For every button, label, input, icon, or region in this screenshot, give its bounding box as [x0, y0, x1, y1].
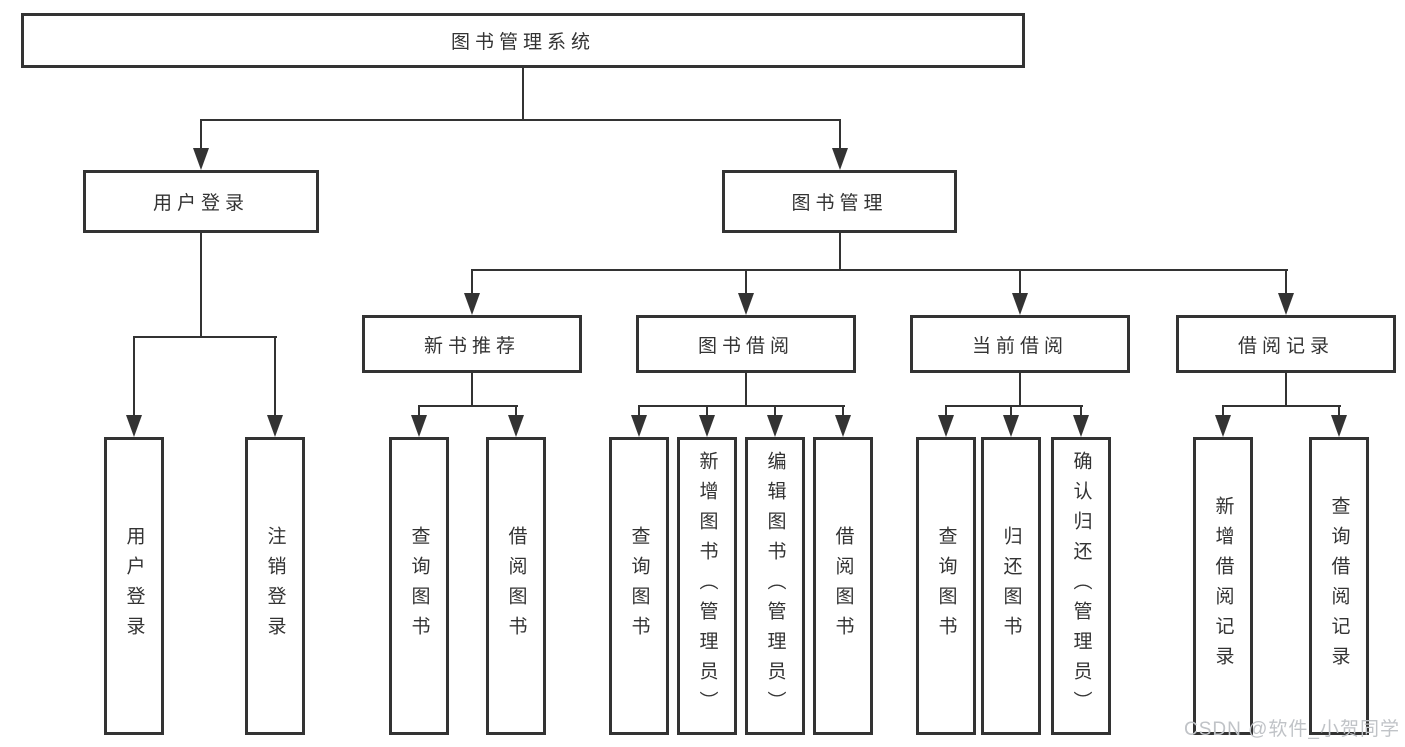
- leaf-query-books: 查询图书: [609, 437, 669, 735]
- connector-line: [274, 336, 276, 417]
- connector-line: [471, 269, 1288, 271]
- connector-line: [1285, 269, 1287, 295]
- connector-line: [638, 405, 845, 407]
- connector-line: [745, 269, 747, 295]
- leaf-label: 查询图书: [628, 526, 650, 646]
- leaf-borrow-books: 借阅图书: [486, 437, 546, 735]
- connector-line: [418, 405, 518, 407]
- connector-line: [133, 336, 277, 338]
- connector-line: [1285, 373, 1287, 407]
- connector-line: [1222, 405, 1224, 417]
- leaf-label: 注销登录: [264, 526, 286, 646]
- arrowhead-down-icon: [126, 415, 142, 437]
- leaf-label: 查询借阅记录: [1328, 496, 1350, 676]
- leaf-label: 归还图书: [1000, 526, 1022, 646]
- connector-line: [418, 405, 420, 417]
- node-library-system: 图书管理系统: [21, 13, 1025, 68]
- arrowhead-down-icon: [267, 415, 283, 437]
- node-label: 图书借阅: [697, 335, 794, 357]
- leaf-label: 新增图书（管理员）: [696, 451, 718, 721]
- leaf-edit-books-admin: 编辑图书（管理员）: [745, 437, 805, 735]
- connector-line: [200, 119, 841, 121]
- leaf-label: 借阅图书: [832, 526, 854, 646]
- arrowhead-down-icon: [508, 415, 524, 437]
- leaf-query-borrow-record: 查询借阅记录: [1309, 437, 1369, 735]
- connector-line: [1010, 405, 1012, 417]
- node-label: 借阅记录: [1237, 335, 1334, 357]
- arrowhead-down-icon: [193, 148, 209, 170]
- leaf-borrow-books: 借阅图书: [813, 437, 873, 735]
- connector-line: [706, 405, 708, 417]
- node-book-borrow: 图书借阅: [636, 315, 856, 373]
- connector-line: [839, 119, 841, 150]
- leaf-logout: 注销登录: [245, 437, 305, 735]
- connector-line: [1080, 405, 1082, 417]
- arrowhead-down-icon: [1003, 415, 1019, 437]
- connector-line: [522, 68, 524, 120]
- arrowhead-down-icon: [1012, 293, 1028, 315]
- arrowhead-down-icon: [767, 415, 783, 437]
- node-label: 图书管理: [791, 193, 888, 214]
- arrowhead-down-icon: [938, 415, 954, 437]
- leaf-return-books: 归还图书: [981, 437, 1041, 735]
- node-borrow-records: 借阅记录: [1176, 315, 1396, 373]
- arrowhead-down-icon: [835, 415, 851, 437]
- leaf-label: 借阅图书: [505, 526, 527, 646]
- leaf-query-books: 查询图书: [916, 437, 976, 735]
- leaf-add-borrow-record: 新增借阅记录: [1193, 437, 1253, 735]
- connector-line: [839, 233, 841, 271]
- leaf-label: 用户登录: [123, 526, 145, 646]
- node-label: 用户登录: [152, 193, 249, 214]
- leaf-label: 查询图书: [408, 526, 430, 646]
- arrowhead-down-icon: [1215, 415, 1231, 437]
- arrowhead-down-icon: [411, 415, 427, 437]
- node-current-borrow: 当前借阅: [910, 315, 1130, 373]
- connector-line: [638, 405, 640, 417]
- arrowhead-down-icon: [1278, 293, 1294, 315]
- leaf-user-login: 用户登录: [104, 437, 164, 735]
- node-label: 新书推荐: [423, 335, 520, 357]
- arrowhead-down-icon: [464, 293, 480, 315]
- arrowhead-down-icon: [1073, 415, 1089, 437]
- arrowhead-down-icon: [832, 148, 848, 170]
- connector-line: [945, 405, 1083, 407]
- leaf-label: 确认归还（管理员）: [1070, 451, 1092, 721]
- node-user-login: 用户登录: [83, 170, 319, 233]
- arrowhead-down-icon: [1331, 415, 1347, 437]
- connector-line: [133, 336, 135, 417]
- connector-line: [1019, 373, 1021, 407]
- connector-line: [945, 405, 947, 417]
- connector-line: [515, 405, 517, 417]
- leaf-label: 编辑图书（管理员）: [764, 451, 786, 721]
- connector-line: [1338, 405, 1340, 417]
- connector-line: [200, 119, 202, 150]
- node-label: 当前借阅: [971, 335, 1068, 357]
- connector-line: [842, 405, 844, 417]
- leaf-confirm-return-admin: 确认归还（管理员）: [1051, 437, 1111, 735]
- connector-line: [471, 269, 473, 295]
- connector-line: [1222, 405, 1341, 407]
- node-new-book-recommend: 新书推荐: [362, 315, 582, 373]
- leaf-query-books: 查询图书: [389, 437, 449, 735]
- arrowhead-down-icon: [699, 415, 715, 437]
- connector-line: [774, 405, 776, 417]
- node-book-management: 图书管理: [722, 170, 957, 233]
- connector-line: [471, 373, 473, 407]
- arrowhead-down-icon: [738, 293, 754, 315]
- leaf-add-books-admin: 新增图书（管理员）: [677, 437, 737, 735]
- leaf-label: 查询图书: [935, 526, 957, 646]
- connector-line: [200, 233, 202, 338]
- node-label: 图书管理系统: [450, 32, 595, 53]
- csdn-watermark: CSDN @软件_小贺同学: [1184, 719, 1400, 740]
- connector-line: [745, 373, 747, 407]
- arrowhead-down-icon: [631, 415, 647, 437]
- connector-line: [1019, 269, 1021, 295]
- leaf-label: 新增借阅记录: [1212, 496, 1234, 676]
